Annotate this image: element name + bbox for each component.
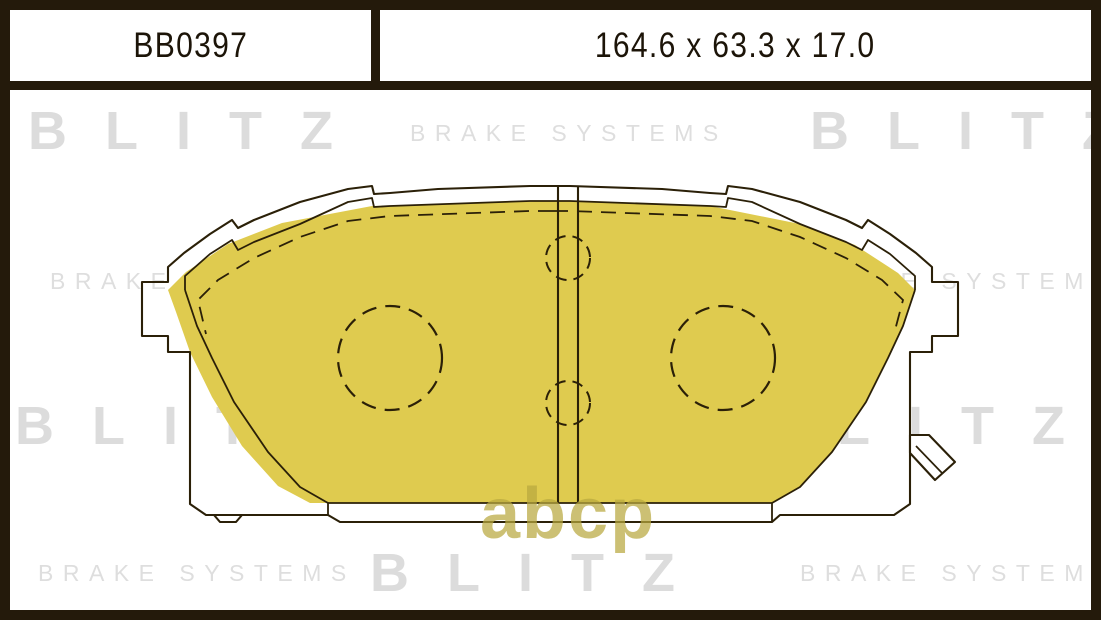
rivet-hole-upper [545, 235, 591, 281]
locator-circle-right [669, 304, 777, 412]
friction-top-edge [553, 197, 916, 290]
friction-material [168, 201, 915, 503]
bottom-notch-left [206, 513, 310, 524]
friction-top-edge-left [184, 197, 553, 290]
rivet-hole-lower [545, 380, 591, 426]
friction-lower-edge-left [184, 289, 329, 515]
dimensions-cell: 164.6 x 63.3 x 17.0 [380, 10, 1091, 81]
header-bar: BB0397 164.6 x 63.3 x 17.0 [10, 10, 1091, 90]
locator-circle-left [336, 304, 444, 412]
part-number: BB0397 [133, 25, 248, 65]
friction-lower-edge-right [771, 289, 916, 522]
backing-plate-outline [140, 184, 960, 524]
chamfer-line-left [197, 210, 553, 335]
wear-sensor-tab [908, 433, 957, 482]
chamfer-line [553, 210, 905, 335]
dimensions: 164.6 x 63.3 x 17.0 [595, 25, 876, 65]
part-number-cell: BB0397 [10, 10, 380, 81]
brake-pad-diagram: abcp [10, 90, 1091, 610]
